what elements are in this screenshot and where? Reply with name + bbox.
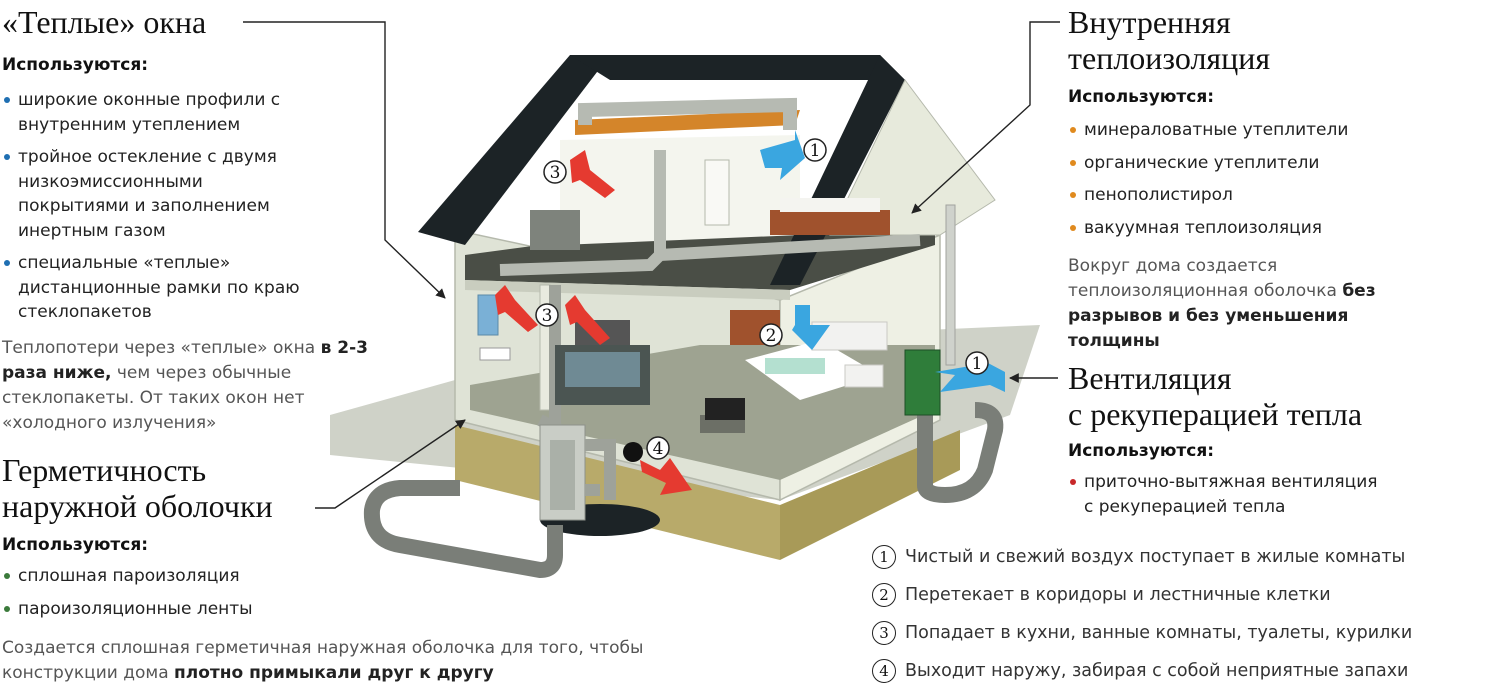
bullet-icon bbox=[4, 573, 10, 579]
intake-unit bbox=[904, 349, 941, 416]
ventilation-section: Вентиляция с рекуперацией тепла Использу… bbox=[1068, 360, 1488, 527]
gable bbox=[829, 79, 996, 236]
door bbox=[704, 159, 730, 226]
badge-3-mid-text: 3 bbox=[542, 306, 553, 326]
list-item: сплошная пароизоляция bbox=[2, 564, 422, 589]
badge-1-right: 1 bbox=[965, 351, 989, 375]
leader-windows bbox=[243, 21, 446, 299]
legend-text: Выходит наружу, забирая с собой неприятн… bbox=[905, 661, 1409, 681]
airtight-title-line1: Герметичность bbox=[2, 452, 207, 488]
back-wall bbox=[560, 135, 800, 245]
legend-item-2: 2 Перетекает в коридоры и лестничные кле… bbox=[872, 583, 1331, 607]
legend-number: 3 bbox=[872, 621, 896, 645]
windows-section: «Теплые» окна Используются: широкие окон… bbox=[2, 4, 362, 333]
bullet-icon bbox=[1070, 224, 1076, 231]
badge-2: 2 bbox=[759, 323, 783, 347]
bullet-icon bbox=[1070, 127, 1076, 133]
roof-ridge bbox=[570, 55, 905, 80]
ventilation-used-label: Используются: bbox=[1068, 441, 1215, 461]
recuperator-pipes bbox=[585, 439, 616, 500]
legend-number: 2 bbox=[872, 583, 896, 607]
bullet-icon bbox=[1070, 159, 1076, 166]
bullet-icon bbox=[1070, 192, 1076, 198]
recuperator-grid bbox=[550, 440, 575, 510]
attic-tank bbox=[530, 210, 580, 250]
bullet-icon bbox=[4, 97, 10, 103]
airtight-list: сплошная пароизоляция пароизоляционные л… bbox=[2, 564, 422, 621]
list-item: органические утеплители bbox=[1068, 151, 1488, 176]
tv bbox=[705, 398, 745, 420]
cold-air-arrows bbox=[760, 130, 1005, 392]
legend-number: 4 bbox=[872, 659, 896, 683]
legend-text: Перетекает в коридоры и лестничные клетк… bbox=[905, 585, 1331, 605]
airtight-used-label: Используются: bbox=[2, 535, 149, 555]
legend-text: Попадает в кухни, ванные комнаты, туалет… bbox=[905, 623, 1413, 643]
ventilation-list: приточно-вытяжная вентиляция с рекуперац… bbox=[1068, 470, 1378, 519]
ventilation-title-line2: с рекуперацией тепла bbox=[1068, 396, 1363, 432]
insulation-note: Вокруг дома создается теплоизоляционная … bbox=[1068, 256, 1376, 351]
airtight-title-line2: наружной оболочки bbox=[2, 488, 273, 524]
bullet-icon bbox=[4, 605, 10, 612]
warm-air-arrows bbox=[495, 150, 692, 495]
ground-pipe-left bbox=[363, 480, 563, 579]
table bbox=[765, 358, 825, 374]
badge-3-top: 3 bbox=[543, 160, 567, 184]
attic-insulation bbox=[575, 110, 800, 135]
insulation-used-label: Используются: bbox=[1068, 87, 1215, 107]
badge-4: 4 bbox=[646, 436, 670, 460]
roof-left bbox=[418, 55, 610, 245]
legend-text: Чистый и свежий воздух поступает в жилые… bbox=[905, 547, 1406, 567]
badge-1-right-text: 1 bbox=[972, 354, 983, 374]
list-item: минераловатные утеплители bbox=[1068, 118, 1488, 143]
windows-list: широкие оконные профили с внутренним уте… bbox=[2, 88, 312, 325]
foundation-side bbox=[780, 430, 960, 560]
ventilation-title-line1: Вентиляция bbox=[1068, 360, 1232, 396]
badge-1-top-text: 1 bbox=[810, 141, 821, 161]
insulation-title-line1: Внутренняя bbox=[1068, 4, 1231, 40]
duct-middle bbox=[499, 234, 921, 276]
downpipe bbox=[945, 204, 956, 366]
badge-3-top-text: 3 bbox=[550, 163, 561, 183]
bullet-icon bbox=[4, 260, 10, 266]
ground-pipe-right bbox=[917, 402, 1004, 504]
legend-item-4: 4 Выходит наружу, забирая с собой неприя… bbox=[872, 659, 1408, 683]
airtight-note: Создается сплошная герметичная наружная … bbox=[2, 638, 644, 683]
legend-number: 1 bbox=[872, 545, 896, 569]
bullet-icon bbox=[1070, 479, 1076, 485]
list-item: вакуумная теплоизоляция bbox=[1068, 216, 1488, 241]
windows-title: «Теплые» окна bbox=[2, 4, 207, 40]
window-left bbox=[477, 294, 499, 336]
bullet-icon bbox=[4, 154, 10, 160]
windows-used-label: Используются: bbox=[2, 55, 149, 75]
foundation bbox=[455, 425, 780, 560]
airtight-section: Герметичность наружной оболочки Использу… bbox=[2, 452, 422, 629]
list-item: приточно-вытяжная вентиляция с рекуперац… bbox=[1068, 470, 1378, 519]
insulation-list: минераловатные утеплители органические у… bbox=[1068, 118, 1488, 240]
badge-3-mid: 3 bbox=[535, 303, 559, 327]
insulation-section: Внутренняя теплоизоляция Используются: м… bbox=[1068, 4, 1488, 248]
exhaust-opening bbox=[623, 442, 643, 462]
bed-sheet bbox=[780, 198, 880, 212]
armchair bbox=[844, 364, 884, 388]
windows-note: Теплопотери через «теплые» окна в 2-3 ра… bbox=[2, 338, 368, 433]
badge-2-text: 2 bbox=[766, 326, 777, 346]
insulation-title-line2: теплоизоляция bbox=[1068, 40, 1271, 76]
list-item: пароизоляционные ленты bbox=[2, 597, 422, 622]
legend-item-1: 1 Чистый и свежий воздух поступает в жил… bbox=[872, 545, 1405, 569]
sink bbox=[479, 347, 511, 361]
list-item: широкие оконные профили с внутренним уте… bbox=[2, 88, 312, 137]
list-item: тройное остекление с двумя низкоэмиссион… bbox=[2, 145, 312, 243]
leader-airtight bbox=[315, 419, 466, 509]
badge-4-text: 4 bbox=[653, 439, 664, 459]
leader-insulation bbox=[911, 21, 1060, 214]
list-item: пенополистирол bbox=[1068, 183, 1488, 208]
legend-item-3: 3 Попадает в кухни, ванные комнаты, туал… bbox=[872, 621, 1412, 645]
list-item: специальные «теплые» дистанционные рамки… bbox=[2, 251, 312, 325]
bed bbox=[770, 210, 890, 235]
bathtub-inner bbox=[565, 352, 640, 387]
badge-1-top: 1 bbox=[803, 138, 827, 162]
duct-attic bbox=[578, 97, 797, 130]
